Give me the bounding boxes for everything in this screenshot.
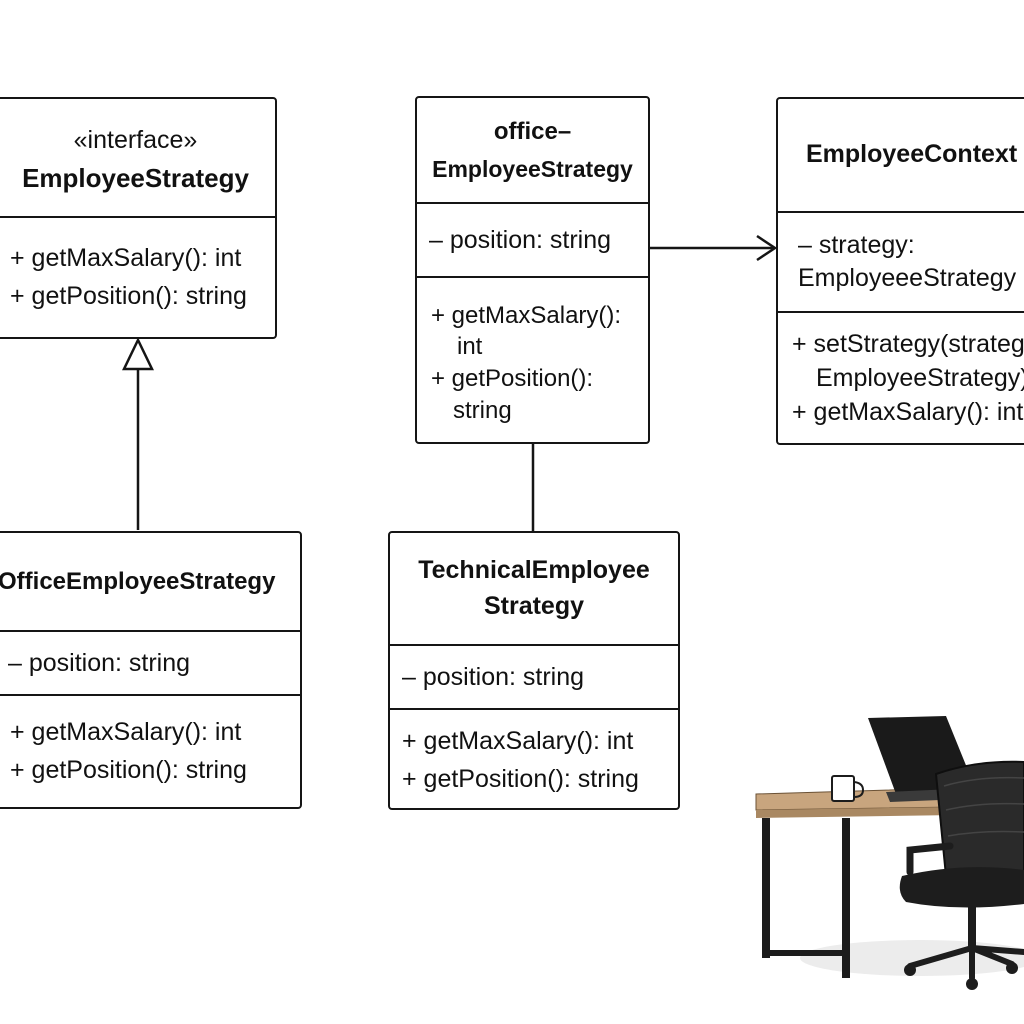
office-employee-concrete-box: OfficeEmployeeStrategy – position: strin…	[0, 531, 302, 809]
office-employee-method: + getMaxSalary(): int	[10, 718, 242, 746]
chair-base	[907, 945, 1024, 981]
association-arrowhead	[756, 234, 778, 262]
office-strategy-attribute: – position: string	[429, 226, 612, 254]
technical-name-line2: Strategy	[483, 591, 585, 620]
interface-name: EmployeeStrategy	[22, 162, 249, 193]
technical-attribute: – position: string	[402, 663, 585, 691]
office-employee-name: OfficeEmployeeStrategy	[0, 567, 276, 595]
interface-stereotype: «interface»	[73, 125, 198, 154]
technical-name-line1: TechnicalEmployee	[418, 556, 650, 585]
technical-methods: + getMaxSalary(): int + getPosition(): s…	[390, 708, 678, 808]
office-strategy-method: + getPosition():	[431, 365, 594, 392]
employee-context-box: EmployeeContext – strategy: EmployeeeStr…	[776, 97, 1024, 445]
office-employee-header: OfficeEmployeeStrategy	[0, 533, 300, 630]
office-employee-strategy-box: office– EmployeeStrategy – position: str…	[415, 96, 650, 444]
chair-stem	[968, 906, 976, 948]
technical-method: + getPosition(): string	[402, 765, 639, 793]
office-strategy-method-return: int	[457, 333, 483, 360]
desk-leg-left	[762, 818, 770, 958]
chair-wheel	[1006, 962, 1018, 974]
technical-attributes: – position: string	[390, 644, 678, 708]
office-employee-attributes: – position: string	[0, 630, 300, 694]
chair-seat	[899, 867, 1024, 908]
context-method-param: EmployeeStrategy)	[816, 363, 1024, 392]
context-method: + setStrategy(strategy:	[792, 329, 1024, 358]
chair-wheel	[966, 978, 978, 990]
office-strategy-header: office– EmployeeStrategy	[417, 98, 648, 202]
context-attributes: – strategy: EmployeeeStrategy	[778, 211, 1024, 311]
interface-method: + getMaxSalary(): int	[10, 244, 242, 272]
office-strategy-methods: + getMaxSalary(): int + getPosition(): s…	[417, 276, 648, 442]
office-strategy-method-return: string	[453, 397, 512, 424]
interface-employee-strategy-box: «interface» EmployeeStrategy + getMaxSal…	[0, 97, 277, 339]
context-header: EmployeeContext	[778, 99, 1024, 211]
context-attribute: – strategy:	[798, 231, 915, 259]
technical-employee-strategy-box: TechnicalEmployee Strategy – position: s…	[388, 531, 680, 810]
context-methods: + setStrategy(strategy: EmployeeStrategy…	[778, 311, 1024, 442]
context-attribute-type: EmployeeeStrategy	[798, 264, 1017, 292]
interface-header: «interface» EmployeeStrategy	[0, 99, 275, 216]
inheritance-arrowhead	[122, 337, 154, 371]
office-strategy-attributes: – position: string	[417, 202, 648, 276]
office-strategy-name-line1: office–	[493, 117, 572, 145]
interface-methods: + getMaxSalary(): int + getPosition(): s…	[0, 216, 275, 336]
context-method: + getMaxSalary(): int	[792, 397, 1024, 426]
office-strategy-method: + getMaxSalary():	[431, 302, 622, 329]
interface-method: + getPosition(): string	[10, 282, 247, 310]
office-employee-method: + getPosition(): string	[10, 756, 247, 784]
chair-wheel	[904, 964, 916, 976]
context-name: EmployeeContext	[806, 140, 1018, 169]
office-employee-methods: + getMaxSalary(): int + getPosition(): s…	[0, 694, 300, 806]
office-strategy-name-line2: EmployeeStrategy	[432, 155, 633, 182]
desk-crossbar	[762, 950, 850, 956]
technical-method: + getMaxSalary(): int	[402, 727, 634, 755]
office-employee-attribute: – position: string	[8, 649, 191, 677]
mug-icon	[831, 775, 855, 802]
chair-armrest	[906, 842, 954, 876]
technical-header: TechnicalEmployee Strategy	[390, 533, 678, 644]
desk-leg-left-back	[842, 818, 850, 978]
office-desk-illustration	[755, 716, 1024, 990]
